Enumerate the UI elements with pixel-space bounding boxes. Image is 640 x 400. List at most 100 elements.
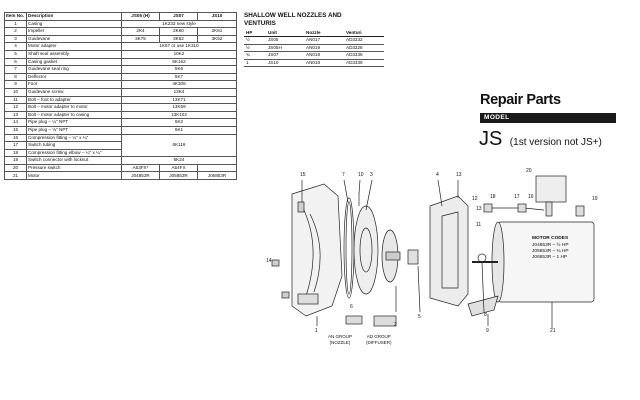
pressure-switch-drawing bbox=[535, 175, 567, 203]
item-number-cell: 1 bbox=[4, 19, 27, 29]
item-number-cell: 6 bbox=[4, 57, 27, 67]
diagram-callout: 8 bbox=[484, 312, 487, 318]
nozzle-table-cell: ½ bbox=[244, 44, 266, 53]
guidevane-drawing bbox=[353, 205, 379, 295]
col-header-nozzle: Nozzle bbox=[304, 30, 344, 38]
description-cell: Casing gasket bbox=[26, 57, 122, 67]
diagram-callout: 3 bbox=[370, 172, 373, 178]
model-note: (1st version not JS+) bbox=[509, 137, 602, 148]
description-cell: Compression fitting – ¼" x ¼" bbox=[26, 133, 122, 143]
motor-drawing bbox=[497, 221, 595, 303]
col-header-js07: JS07 bbox=[159, 12, 198, 21]
nozzle-table-cell: ½ bbox=[244, 36, 266, 45]
shared-part-number-cell: 4K308 bbox=[121, 80, 237, 89]
diagram-callout: 7 bbox=[342, 172, 345, 178]
part-number-cell: 2K60 bbox=[159, 27, 198, 36]
part-number-cell: 2K61 bbox=[197, 27, 237, 36]
col-header-js10: JS10 bbox=[197, 12, 237, 21]
part-number-cell bbox=[197, 163, 237, 173]
diagram-callout: 5 bbox=[418, 314, 421, 320]
part-number-cell: A54FX bbox=[159, 163, 198, 173]
foot-drawing bbox=[467, 295, 499, 317]
item-number-cell: 2 bbox=[4, 27, 27, 36]
motor-codes-label: MOTOR CODES J04853R – ½ HP J05853R – ¾ H… bbox=[532, 236, 569, 261]
description-cell: Switch connector with locknut bbox=[26, 156, 122, 165]
part-number-cell: J05853R bbox=[159, 171, 198, 181]
item-number-cell: 20 bbox=[4, 163, 27, 173]
item-number-cell: 10 bbox=[4, 87, 27, 97]
description-cell: Impeller bbox=[26, 27, 122, 36]
shared-part-number-cell: 5K7 bbox=[121, 72, 237, 82]
nozzle-table-cell: AD3339 bbox=[344, 59, 384, 67]
item-number-cell: 3 bbox=[4, 34, 27, 44]
part-number-cell: J06853R bbox=[197, 171, 237, 181]
nozzle-table-header: HP Unit Nozzle Venturi bbox=[244, 30, 384, 38]
part-number-cell: A53FX* bbox=[121, 163, 160, 173]
item-number-cell: 21 bbox=[4, 171, 27, 181]
an-group-subtitle: (NOZZLE) bbox=[329, 339, 351, 345]
part-number-cell: 3K52 bbox=[197, 34, 237, 44]
part-number-cell: 3K75 bbox=[121, 34, 160, 44]
page-title: Repair Parts bbox=[480, 92, 561, 108]
shared-part-number-cell: 13K102 bbox=[121, 110, 237, 120]
description-cell: Pressure switch bbox=[26, 163, 122, 173]
description-cell: Pipe plug – ¼" NPT bbox=[26, 118, 122, 127]
shared-part-number-cell: 13K4 bbox=[121, 87, 237, 97]
shared-part-number-cell: 13K71 bbox=[121, 95, 237, 105]
an-group-label: AN GROUP (NOZZLE) bbox=[328, 334, 352, 345]
diagram-callout: 21 bbox=[550, 328, 556, 334]
ad-group-subtitle: (DIFFUSER) bbox=[366, 339, 392, 345]
deflector-drawing bbox=[477, 253, 487, 263]
diagram-callout: 16 bbox=[528, 194, 534, 200]
nozzle-table-cell: JS05 bbox=[266, 36, 304, 45]
description-cell: Casing bbox=[26, 19, 122, 29]
col-header-description: Description bbox=[26, 12, 122, 21]
nozzle-table-cell: AN018 bbox=[304, 59, 344, 67]
model-line: JS (1st version not JS+) bbox=[479, 128, 602, 151]
description-cell: Bolt – foot to adapter bbox=[26, 95, 122, 105]
description-cell: Guidevane screw bbox=[26, 87, 122, 97]
nozzle-table-cell: AD3332 bbox=[344, 36, 384, 45]
casing-drawing bbox=[291, 183, 343, 317]
description-cell: Shaft seal assembly bbox=[26, 49, 122, 59]
col-header-unit: Unit bbox=[266, 30, 304, 38]
col-header-hp: HP bbox=[244, 30, 266, 38]
an-group-title: AN GROUP bbox=[328, 334, 353, 339]
item-number-cell: 16 bbox=[4, 133, 27, 143]
description-cell: Motor adapter bbox=[26, 42, 122, 51]
item-number-cell: 5 bbox=[4, 49, 27, 59]
diffuser-drawing bbox=[373, 315, 397, 327]
diagram-callout: 13 bbox=[476, 206, 482, 212]
motor-code-line: J05853R – ¾ HP bbox=[532, 249, 569, 254]
shared-part-number-cell: 5K6 bbox=[121, 65, 237, 74]
item-number-cell: 19 bbox=[4, 156, 27, 165]
shared-part-number-cell bbox=[121, 133, 237, 142]
motor-code-line: J04853R – ½ HP bbox=[532, 243, 569, 248]
description-cell: Switch tubing bbox=[26, 141, 122, 150]
diagram-callout: 6 bbox=[350, 304, 353, 310]
item-number-cell: 4 bbox=[4, 42, 27, 51]
diagram-callout: 20 bbox=[526, 168, 532, 174]
item-number-cell: 15 bbox=[4, 125, 27, 135]
parts-table-header: Item No. Description JS05 (H) JS07 JS10 bbox=[4, 12, 237, 21]
item-number-cell: 18 bbox=[4, 148, 27, 158]
part-number-cell: 2K4 bbox=[121, 27, 160, 36]
description-cell: Foot bbox=[26, 80, 122, 89]
